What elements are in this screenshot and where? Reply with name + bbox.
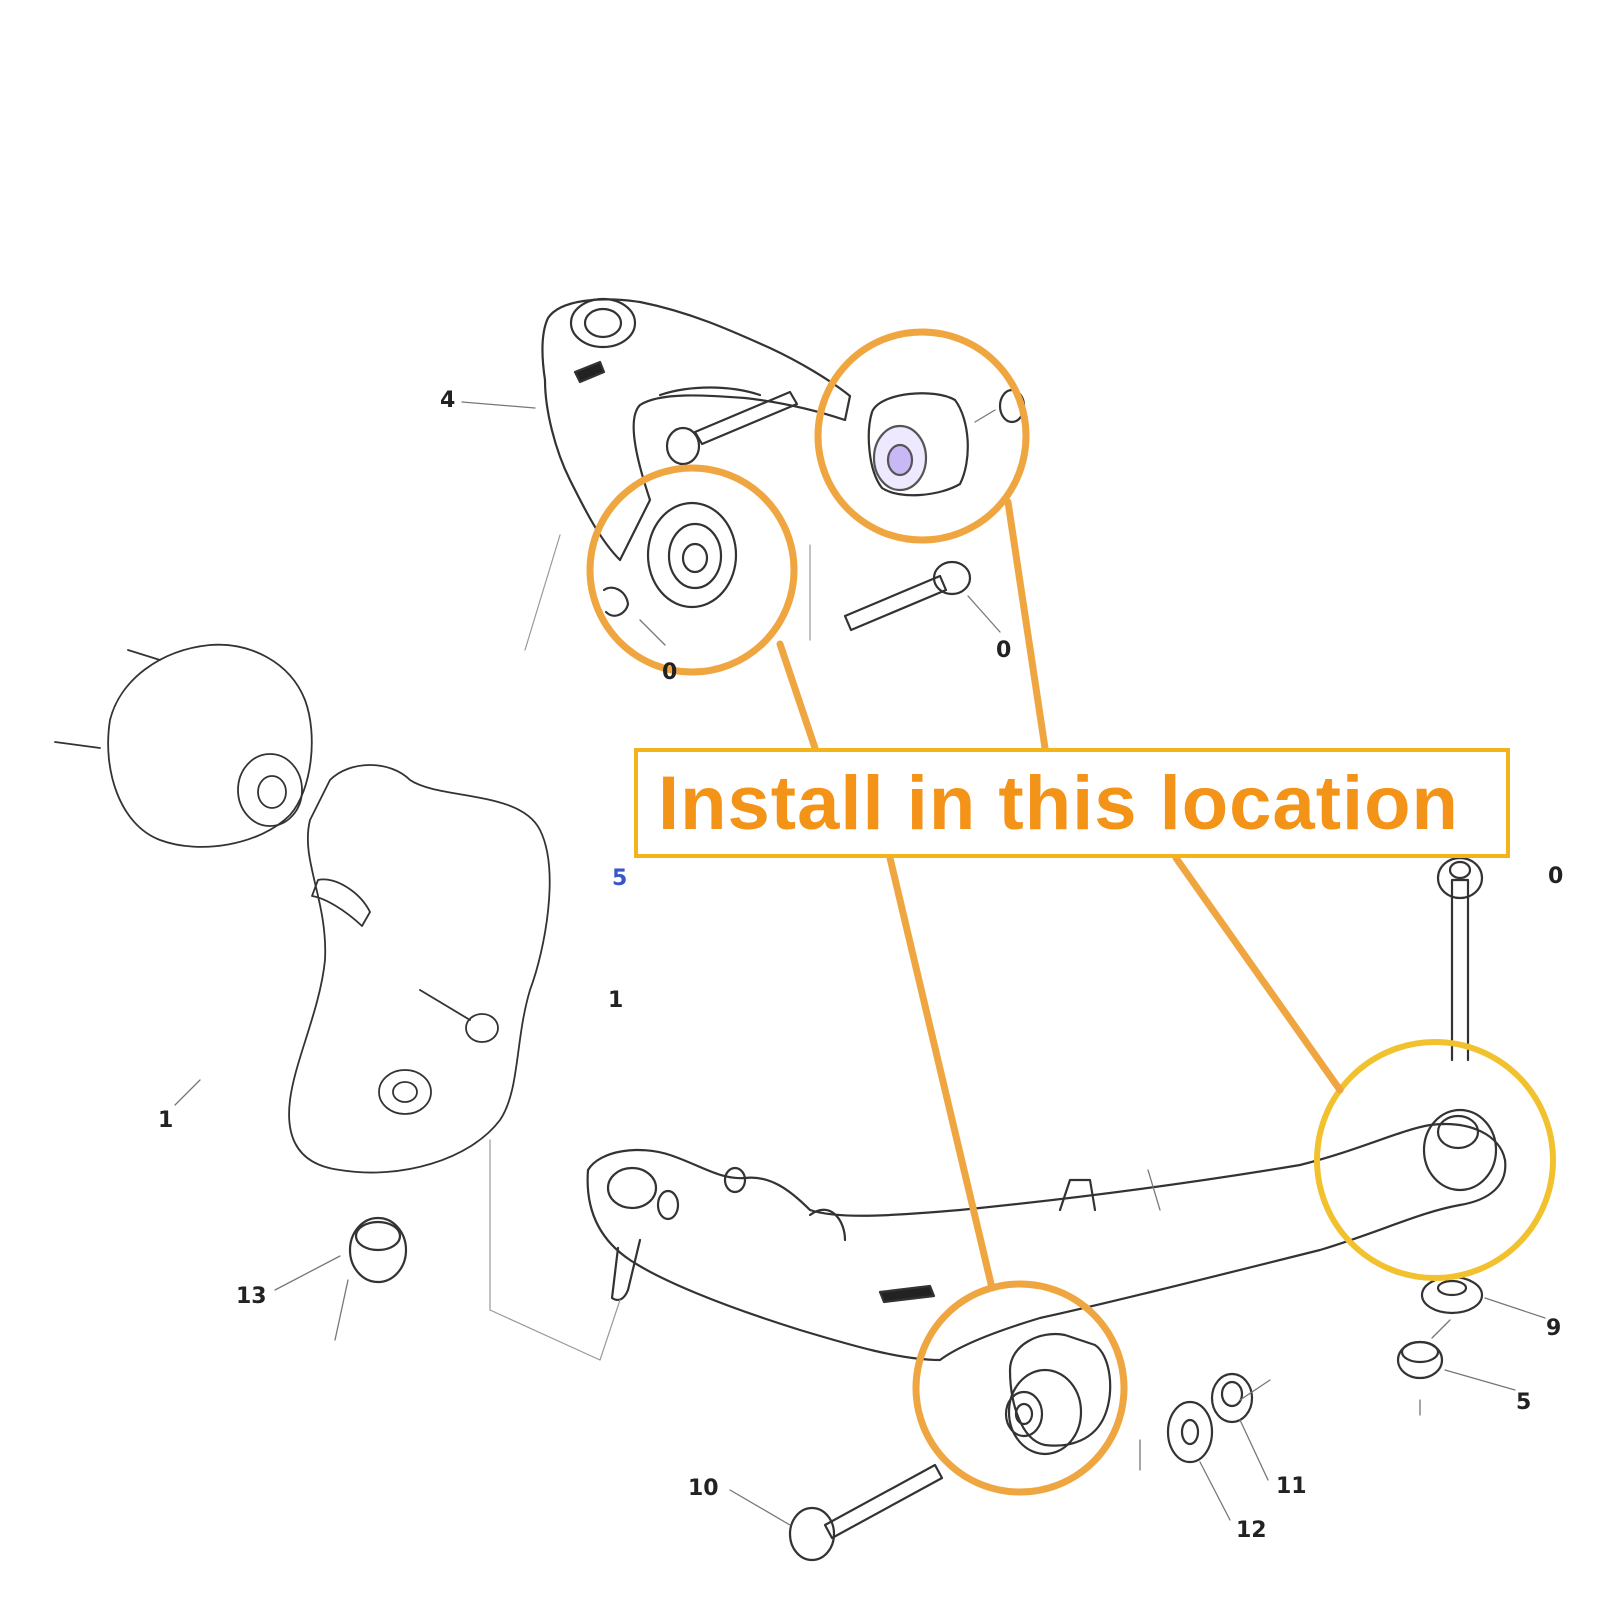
part-label-1: 1 (158, 1108, 174, 1133)
highlight-circle-upper-rear (814, 328, 1030, 544)
install-callout-text: Install in this location (658, 760, 1459, 846)
part-label-4: 4 (440, 388, 456, 413)
bolt-part-10 (788, 1463, 944, 1562)
upper-control-arm (541, 297, 852, 562)
part-label-5: 5 (1516, 1390, 1532, 1415)
washer-part-12 (1166, 1400, 1214, 1464)
install-callout-box: Install in this location (634, 748, 1510, 858)
bushing-part-11 (1210, 1372, 1254, 1424)
upper-bolt (843, 560, 972, 632)
part-label-11: 11 (1276, 1474, 1307, 1499)
part-label-mid-lower: 1 (608, 988, 624, 1013)
leader-lines (174, 401, 1546, 1526)
part-label-9: 9 (1546, 1316, 1562, 1341)
highlight-circle-lower-rear (1314, 1039, 1556, 1281)
assembly-lines (489, 534, 811, 1361)
highlight-circle-upper-front (586, 464, 798, 676)
upper-pivot-bolt (665, 390, 799, 466)
bushing-part-5 (1396, 1340, 1444, 1380)
pointer-lower-rear (1172, 854, 1344, 1094)
highlight-circle-lower-front (912, 1280, 1128, 1496)
part-label-upper-mid: 0 (662, 660, 678, 685)
part-label-mid-blue: 5 (612, 866, 628, 891)
upper-front-bushing (602, 501, 738, 617)
steering-knuckle (54, 643, 551, 1174)
part-label-upper-right: 0 (996, 638, 1012, 663)
pointer-upper-front (776, 640, 819, 752)
lower-front-bushing (1004, 1332, 1112, 1456)
bushing-part-13 (348, 1216, 408, 1284)
upper-rear-bushing (867, 388, 1026, 497)
part-label-10: 10 (688, 1476, 719, 1501)
callout-pointers (776, 498, 1344, 1292)
pointer-upper-rear (1004, 498, 1049, 752)
washer-part-9 (1420, 1275, 1484, 1315)
part-label-13: 13 (236, 1284, 267, 1309)
pointer-lower-front (886, 854, 996, 1292)
lower-control-arm (586, 1122, 1507, 1362)
part-label-top-right: 0 (1548, 864, 1564, 889)
lower-rear-bushing (1422, 856, 1498, 1192)
part-label-12: 12 (1236, 1518, 1267, 1543)
